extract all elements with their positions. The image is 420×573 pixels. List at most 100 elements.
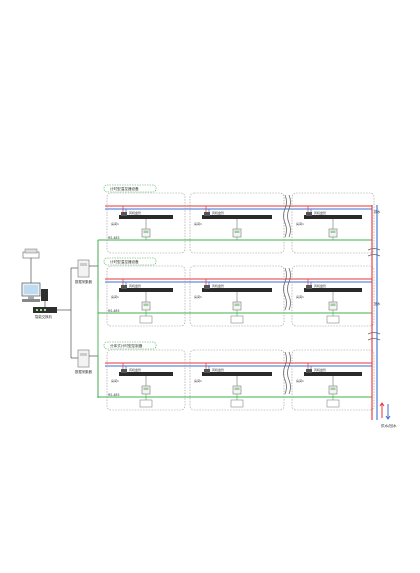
return-arrow-icon — [385, 404, 391, 420]
fan-coil-label: 风机盘管 — [314, 283, 326, 288]
wavy-break-icon — [367, 248, 381, 251]
section-title: 计时型温控器设备 — [110, 186, 139, 191]
network-switch-icon — [33, 307, 57, 313]
controller-icon — [230, 399, 244, 408]
riser-tag-return: 回水 — [374, 301, 381, 306]
room-label: 房间1 — [111, 221, 119, 226]
fan-coil-label: 风机盘管 — [129, 367, 141, 372]
section-title: 分体式计时型控制器 — [110, 343, 143, 348]
section-title-tab — [103, 257, 157, 266]
room-frame — [291, 349, 375, 411]
valve-icon — [121, 369, 127, 373]
fan-coil-label: 风机盘管 — [212, 283, 224, 288]
room-frame — [291, 192, 375, 254]
bus-label: RS-485 — [108, 393, 119, 397]
wavy-break-icon — [367, 254, 381, 257]
riser-pipes — [367, 205, 391, 420]
section-title-tab — [103, 341, 157, 350]
room-label: 房间1 — [111, 378, 119, 383]
sections-layer: 计时型温控器设备RS-485风机盘管房间1风机盘管房间1风机盘管房间1计时型温控… — [97, 184, 375, 411]
fan-coil-icon — [119, 288, 173, 292]
valve-icon — [306, 212, 312, 216]
wavy-break-icon — [367, 338, 381, 341]
data-collector-icon — [77, 259, 90, 278]
room-label: 房间1 — [194, 378, 202, 383]
fan-coil-icon — [304, 372, 362, 376]
section-title-tab — [103, 184, 157, 193]
switch-label: 智能交换机 — [35, 314, 53, 319]
valve-icon — [204, 212, 210, 216]
room-label: 房间1 — [111, 294, 119, 299]
thermostat-display — [143, 387, 149, 390]
fan-coil-icon — [202, 372, 272, 376]
wavy-break-icon — [283, 267, 287, 311]
collector-wiring — [89, 240, 99, 398]
wavy-break-icon — [367, 332, 381, 335]
fan-coil-label: 风机盘管 — [314, 367, 326, 372]
fan-coil-icon — [119, 215, 173, 219]
valve-icon — [306, 369, 312, 373]
thermostat-display — [330, 230, 336, 233]
room-frame — [106, 349, 186, 411]
thermostat-display — [234, 230, 240, 233]
fan-coil-label: 风机盘管 — [314, 210, 326, 215]
fan-coil-icon — [119, 372, 173, 376]
room-label: 房间1 — [296, 294, 304, 299]
room-label: 房间1 — [194, 221, 202, 226]
bus-label: RS-485 — [108, 309, 119, 313]
wavy-break-icon — [283, 351, 287, 395]
fan-coil-label: 风机盘管 — [212, 210, 224, 215]
fan-coil-label: 风机盘管 — [212, 367, 224, 372]
legend-label: 供水/回水 — [381, 423, 397, 428]
room-frame — [106, 192, 186, 254]
supply-arrow-icon — [379, 402, 385, 418]
valve-icon — [121, 285, 127, 289]
wavy-break-icon — [287, 351, 291, 395]
fan-coil-label: 风机盘管 — [129, 283, 141, 288]
fan-coil-icon — [304, 215, 362, 219]
fan-coil-label: 风机盘管 — [129, 210, 141, 215]
room-label: 房间1 — [296, 221, 304, 226]
room-frame — [106, 265, 186, 327]
controller-icon — [139, 399, 153, 408]
wavy-break-icon — [283, 194, 287, 238]
fan-coil-icon — [202, 288, 272, 292]
thermostat-display — [143, 230, 149, 233]
controller-icon — [139, 315, 153, 324]
valve-icon — [306, 285, 312, 289]
room-label: 房间1 — [194, 294, 202, 299]
controller-icon — [230, 315, 244, 324]
computer-icon — [21, 282, 48, 302]
room-frame — [189, 349, 285, 411]
collector-label-2: 数据采集器 — [75, 369, 93, 374]
controller-icon — [326, 399, 340, 408]
wavy-break-icon — [287, 267, 291, 311]
thermostat-display — [234, 387, 240, 390]
riser-tag-supply: 供水 — [374, 209, 381, 214]
controller-icon — [326, 315, 340, 324]
room-label: 房间1 — [296, 378, 304, 383]
valve-icon — [121, 212, 127, 216]
room-frame — [189, 265, 285, 327]
thermostat-display — [234, 303, 240, 306]
section-title: 计时型温控器设备 — [110, 259, 139, 264]
room-frame — [189, 192, 285, 254]
thermostat-display — [330, 387, 336, 390]
fan-coil-icon — [304, 288, 362, 292]
valve-icon — [204, 369, 210, 373]
thermostat-display — [330, 303, 336, 306]
modem-icon — [22, 248, 40, 259]
collector-label-1: 数据采集器 — [75, 279, 93, 284]
wavy-break-icon — [287, 194, 291, 238]
data-collector-icon — [77, 349, 90, 368]
bus-label: RS-485 — [108, 236, 119, 240]
fan-coil-icon — [202, 215, 272, 219]
backbone-wiring — [30, 258, 78, 359]
thermostat-display — [143, 303, 149, 306]
valve-icon — [204, 285, 210, 289]
room-frame — [291, 265, 375, 327]
